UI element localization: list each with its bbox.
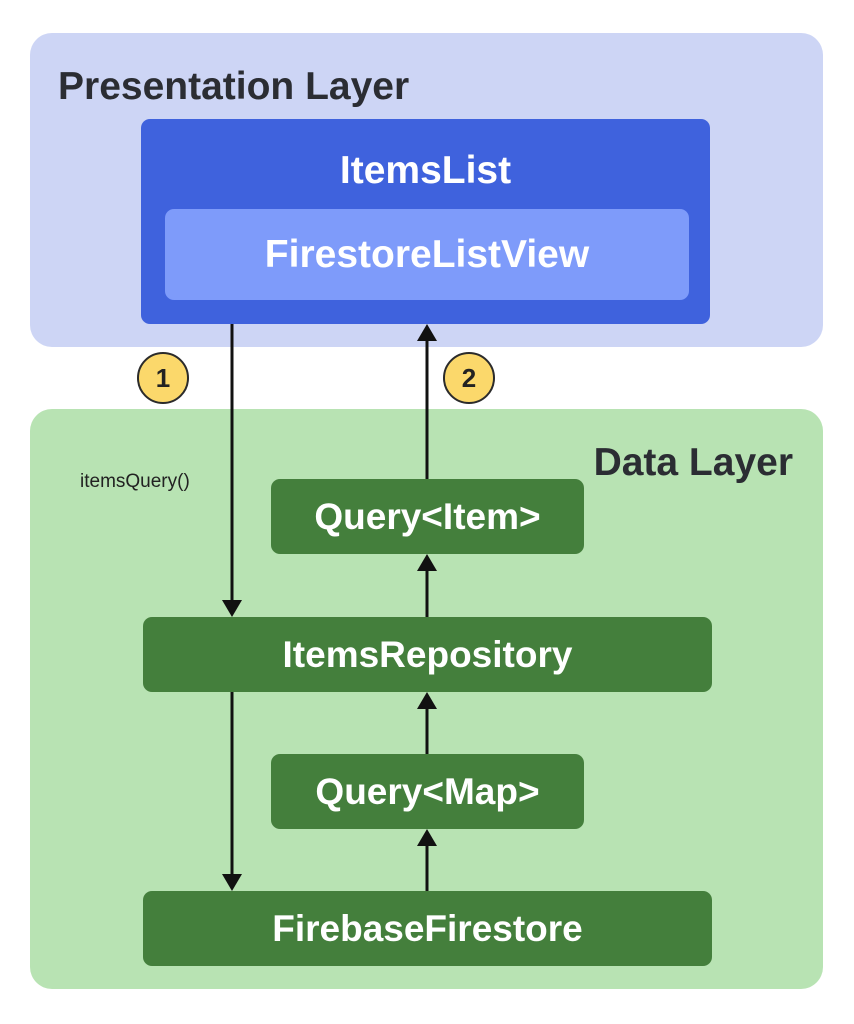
items-repository-node: ItemsRepository	[143, 617, 712, 692]
items-list-label: ItemsList	[339, 149, 512, 192]
data-layer-title: Data Layer	[593, 441, 793, 484]
arrowhead-querymap	[417, 829, 437, 846]
query-map-node: Query<Map>	[271, 754, 584, 829]
firebase-firestore-node: FirebaseFirestore	[143, 891, 712, 966]
arrowhead-repository	[222, 600, 242, 617]
firestore-list-view-node: FirestoreListView	[165, 209, 689, 300]
arrowhead-itemslist	[417, 324, 437, 341]
items-query-call-label: itemsQuery()	[80, 471, 190, 492]
step-1-badge: 1	[137, 352, 189, 404]
presentation-layer-title: Presentation Layer	[58, 65, 410, 108]
step-2-badge: 2	[443, 352, 495, 404]
arrowhead-queryitem	[417, 554, 437, 571]
arrowhead-firestore	[222, 874, 242, 891]
arrowhead-repository-up	[417, 692, 437, 709]
query-item-node: Query<Item>	[271, 479, 584, 554]
